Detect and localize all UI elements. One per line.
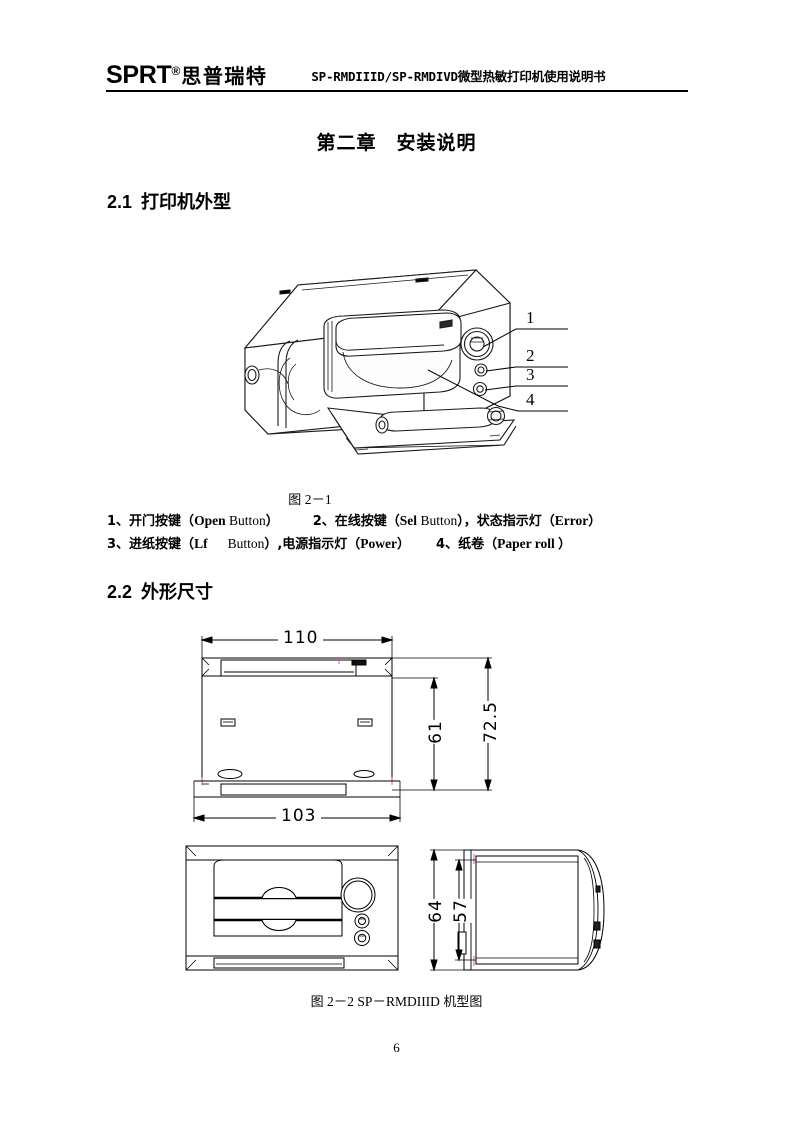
section-heading-2-2: 2.2 外形尺寸 — [107, 578, 213, 604]
legend-item-2-mid: ），状态指示灯（ — [457, 514, 555, 529]
legend-item-4-en: Paper roll — [497, 536, 559, 551]
sprt-logo: SPRT ® 思普瑞特 — [106, 63, 267, 90]
section-number-2-2: 2.2 — [107, 582, 133, 602]
figure-2-caption-cn-suffix: 机型图 — [443, 995, 483, 1010]
figure-2-caption: 图 2－2 SP－RMDIIID 机型图 — [0, 990, 793, 1010]
legend-item-4-close: ） — [558, 537, 572, 552]
dimension-drawing-front-and-side-views: 64 57 — [176, 840, 626, 982]
legend-item-2-close: ） — [588, 514, 602, 529]
section-title-2-2: 外形尺寸 — [141, 582, 214, 603]
legend-item-1-label: 开门按键（ — [129, 514, 195, 529]
registered-trademark-icon: ® — [171, 64, 181, 78]
legend-item-2-number: 2、 — [312, 514, 335, 529]
page-number: 6 — [393, 1040, 400, 1055]
dimension-label-110: 110 — [278, 628, 324, 648]
logo-chinese-text: 思普瑞特 — [181, 64, 268, 88]
legend-item-3-mid: ）,电源指示灯（ — [264, 537, 361, 552]
page-header: SPRT ® 思普瑞特 SP-RMDIIID/SP-RMDIVD微型热敏打印机使… — [106, 52, 688, 92]
legend-item-1-en-normal: Button — [225, 513, 266, 528]
figure-1-legend-line-1: 1、开门按键（Open Button）2、在线按键（Sel Button），状态… — [107, 510, 707, 529]
figure-1-caption: 图 2－1 — [0, 488, 620, 508]
dimension-label-61: 61 — [421, 720, 450, 744]
dimension-drawing-top-view: 110 103 61 72.5 — [176, 622, 516, 840]
legend-item-3-en-bold: Lf — [194, 536, 208, 551]
legend-item-3-number: 3、 — [107, 537, 130, 552]
legend-item-3-label: 进纸按键（ — [129, 537, 195, 552]
legend-item-3-close: ） — [397, 537, 411, 552]
callout-number-2: 2 — [526, 346, 535, 365]
dimension-label-72-5: 72.5 — [476, 701, 505, 743]
legend-item-4-label: 纸卷（ — [458, 537, 498, 552]
callout-number-3: 3 — [526, 365, 535, 384]
legend-item-1-en-bold: Open — [194, 513, 226, 528]
legend-item-1-close: ） — [265, 514, 279, 529]
figure-2-caption-cn-prefix: 图 — [310, 995, 324, 1010]
callout-number-4: 4 — [526, 390, 535, 409]
figure-1-caption-number: 2－1 — [301, 492, 332, 507]
legend-item-3-en-power: Power — [360, 536, 398, 551]
legend-item-1-number: 1、 — [107, 514, 130, 529]
legend-item-2-en-normal: Button — [417, 513, 458, 528]
figure-2-caption-number: 2－2 SP－RMDIIID — [323, 994, 444, 1009]
header-document-title: SP-RMDIIID/SP-RMDIVD微型热敏打印机使用说明书 — [311, 69, 606, 84]
section-number-2-1: 2.1 — [107, 192, 133, 212]
printer-perspective-figure: 1 2 3 4 — [228, 248, 568, 488]
legend-item-2-label: 在线按键（ — [334, 514, 400, 529]
legend-item-3-en-normal: Button — [227, 536, 265, 551]
section-heading-2-1: 2.1 打印机外型 — [107, 188, 231, 214]
chapter-title: 第二章 安装说明 — [316, 132, 477, 154]
logo-latin-text: SPRT — [106, 61, 172, 89]
dimension-label-64: 64 — [422, 899, 449, 923]
section-title-2-1: 打印机外型 — [141, 192, 232, 213]
legend-item-2-en-error: Error — [554, 513, 589, 528]
figure-1-caption-cn: 图 — [288, 493, 302, 508]
legend-item-2-en-bold: Sel — [399, 513, 418, 528]
dimension-label-103: 103 — [276, 806, 322, 826]
dimension-label-57: 57 — [447, 899, 474, 923]
callout-number-1: 1 — [526, 308, 535, 327]
legend-item-4-number: 4、 — [436, 537, 459, 552]
